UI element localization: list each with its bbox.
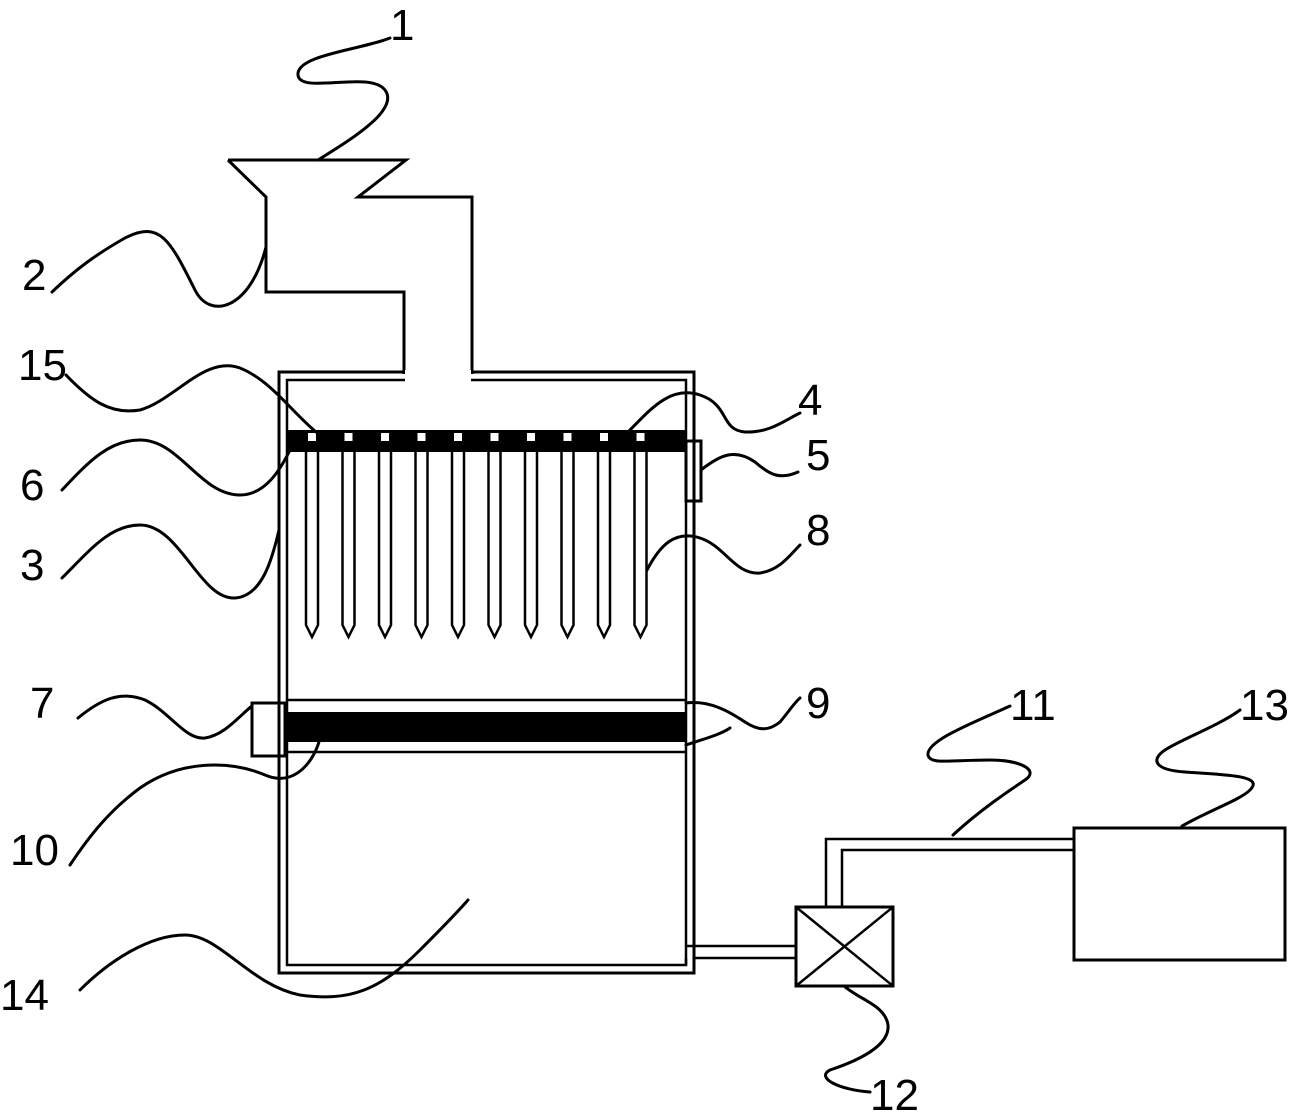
leader-13 (1155, 708, 1255, 828)
plate-hole-5 (454, 433, 462, 441)
rod-6 (487, 452, 502, 640)
leader-8 (645, 534, 802, 575)
leader-11 (926, 704, 1032, 837)
rod-8 (560, 452, 575, 640)
leader-6 (60, 438, 291, 497)
rod-3 (377, 452, 393, 640)
leader-4 (626, 391, 802, 434)
label-8: 8 (806, 506, 830, 555)
leader-1 (296, 36, 392, 162)
label-10: 10 (10, 826, 59, 875)
main-housing-outer (277, 370, 696, 975)
plate-hole-1 (308, 433, 316, 441)
label-5: 5 (806, 431, 830, 480)
label-14: 14 (0, 971, 49, 1020)
label-12: 12 (870, 1071, 919, 1117)
plate-hole-9 (600, 433, 608, 441)
leader-12 (824, 984, 890, 1094)
rod-9 (596, 452, 612, 640)
leader-7 (76, 694, 254, 740)
plate-hole-4 (417, 433, 426, 441)
label-13: 13 (1240, 681, 1289, 730)
leader-9b (684, 726, 732, 747)
leader-5 (699, 453, 800, 478)
rod-4 (414, 452, 429, 640)
filter-band (287, 712, 686, 742)
feed-hopper-left (226, 158, 406, 374)
pipe-line-outer (824, 837, 1074, 907)
rod-2 (341, 452, 356, 640)
label-15: 15 (18, 341, 67, 390)
plate-hole-8 (563, 433, 572, 441)
collection-tank (1072, 826, 1287, 962)
leader-3 (60, 523, 281, 600)
label-7: 7 (30, 679, 54, 728)
plate-hole-10 (636, 433, 645, 441)
hanging-rods (304, 452, 648, 640)
leader-10 (68, 736, 322, 867)
plate-hole-6 (490, 433, 499, 441)
feed-hopper (228, 158, 474, 374)
rod-1 (304, 452, 320, 640)
label-9: 9 (806, 679, 830, 728)
label-1: 1 (390, 1, 414, 50)
rod-5 (450, 452, 466, 640)
housing-inlet-gap (405, 370, 471, 383)
plate-hole-7 (527, 433, 535, 441)
leader-2 (50, 230, 268, 308)
leader-15 (64, 364, 318, 434)
label-6: 6 (20, 461, 44, 510)
label-2: 2 (22, 251, 46, 300)
pipe-line-inner (840, 848, 1074, 907)
side-inlet-block (250, 701, 287, 758)
plate-holes (308, 433, 645, 441)
plate-hole-2 (344, 433, 353, 441)
rod-7 (523, 452, 539, 640)
rod-10 (633, 452, 648, 640)
main-housing-inner (285, 378, 688, 967)
leader-9 (684, 696, 802, 731)
label-11: 11 (1010, 681, 1056, 730)
valve-cross-2 (795, 906, 894, 987)
leader-14 (78, 898, 470, 999)
label-3: 3 (20, 541, 44, 590)
plate-hole-3 (381, 433, 389, 441)
label-4: 4 (798, 376, 822, 425)
